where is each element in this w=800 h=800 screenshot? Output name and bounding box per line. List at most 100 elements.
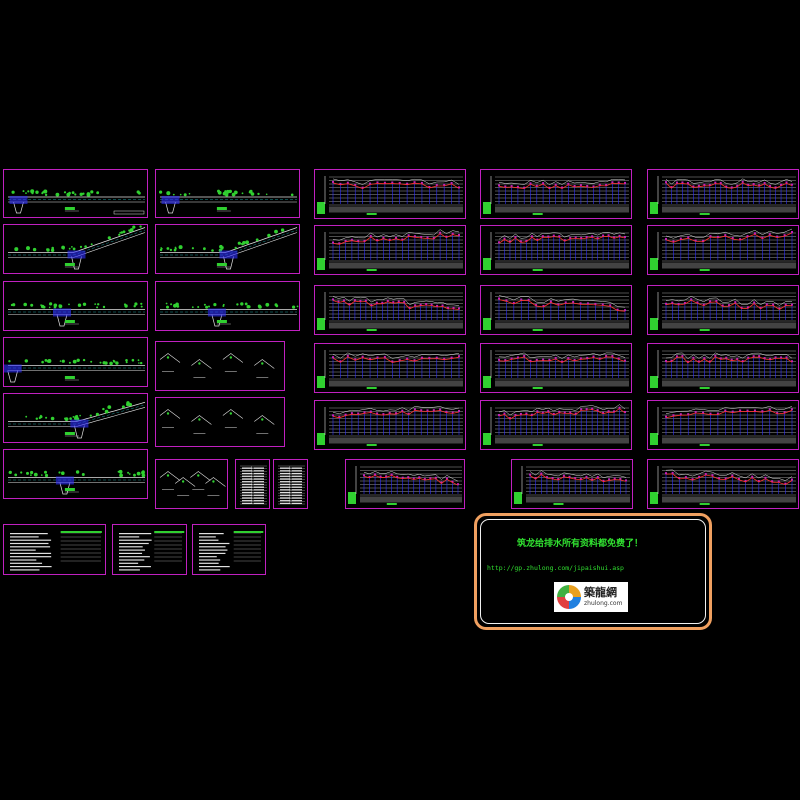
note-text-mark — [199, 549, 228, 551]
section-sheet-7[interactable] — [3, 337, 148, 387]
detail-sheet-2[interactable] — [155, 397, 285, 447]
profile-sheet-3-1[interactable] — [314, 285, 466, 335]
table-text-mark — [242, 470, 253, 472]
bar-top-mark — [671, 471, 674, 474]
profile-sheet-5-3[interactable] — [647, 400, 799, 450]
bar-top-mark — [426, 409, 429, 412]
profile-sheet-1-2[interactable] — [480, 169, 632, 219]
bar-top-mark — [498, 413, 500, 416]
bar-top-mark — [791, 478, 793, 481]
vegetation-mark — [86, 192, 91, 197]
pier-cap — [55, 476, 74, 485]
quantity-table-2[interactable] — [273, 459, 308, 509]
profile-sheet-3-2[interactable] — [480, 285, 632, 335]
bar-top-mark — [696, 301, 699, 304]
bar-top-mark — [791, 408, 793, 411]
section-sheet-2[interactable] — [155, 169, 300, 218]
vegetation-mark — [140, 305, 143, 308]
table-text-mark — [291, 500, 302, 502]
table-text-mark — [242, 481, 253, 483]
note-text-mark — [119, 569, 140, 571]
note-text-mark — [199, 566, 230, 568]
quantity-table-1[interactable] — [235, 459, 270, 509]
bar-top-mark — [711, 474, 714, 477]
bar-top-mark — [725, 185, 728, 188]
detail-sheet-3[interactable] — [155, 459, 228, 509]
bar-top-mark — [746, 409, 749, 412]
ground-line — [529, 470, 627, 478]
bar-top-mark — [730, 186, 733, 189]
vegetation-mark — [76, 358, 80, 362]
section-sheet-9[interactable] — [3, 449, 148, 499]
profile-sheet-1-3[interactable] — [647, 169, 799, 219]
free-resources-notice[interactable]: 筑龙给排水所有资料都免费了！ http://gp.zhulong.com/jip… — [474, 513, 712, 630]
design-notes-sheet-1-drawing — [10, 531, 102, 571]
vegetation-mark — [43, 189, 48, 194]
table-text-mark — [242, 494, 253, 496]
vegetation-mark — [208, 305, 210, 308]
section-sheet-6[interactable] — [155, 281, 300, 331]
bar-top-mark — [458, 307, 460, 310]
vegetation-mark — [170, 303, 173, 306]
bar-top-mark — [714, 181, 717, 184]
profile-sheet-4-1[interactable] — [314, 343, 466, 393]
bar-top-mark — [382, 236, 385, 239]
bar-top-mark — [791, 183, 793, 186]
section-sheet-4[interactable] — [155, 224, 300, 274]
detail-sheet-1[interactable] — [155, 341, 285, 391]
zhulong-logo: 築龍網 zhulong.com — [554, 582, 628, 612]
bar-top-mark — [359, 299, 362, 302]
profile-sheet-2-1[interactable] — [314, 225, 466, 275]
ground-line — [498, 295, 626, 308]
profile-sheet-6-2[interactable] — [511, 459, 633, 509]
bar-top-mark — [752, 183, 755, 186]
bar-top-mark — [624, 235, 626, 238]
profile-sheet-3-2-drawing — [483, 292, 629, 331]
profile-sheet-4-2[interactable] — [480, 343, 632, 393]
table-text-mark — [291, 483, 302, 485]
vegetation-mark — [119, 232, 121, 234]
profile-sheet-6-3[interactable] — [647, 459, 799, 509]
sheet-label-mark — [699, 269, 710, 271]
bar-top-mark — [443, 357, 446, 360]
bar-top-mark — [736, 357, 739, 360]
section-sheet-8[interactable] — [3, 393, 148, 443]
vegetation-mark — [50, 248, 55, 252]
vegetation-mark — [165, 302, 168, 305]
bar-top-mark — [388, 411, 391, 414]
vegetation-mark — [123, 303, 127, 306]
bar-top-mark — [391, 360, 394, 363]
vegetation-mark — [25, 192, 27, 194]
design-notes-sheet-2[interactable] — [112, 524, 187, 575]
profile-sheet-1-1[interactable] — [314, 169, 466, 219]
design-notes-sheet-1[interactable] — [3, 524, 106, 575]
vegetation-mark — [133, 473, 136, 476]
section-sheet-5[interactable] — [3, 281, 148, 331]
vegetation-mark — [292, 305, 296, 309]
profile-line — [529, 474, 627, 483]
bar-top-mark — [783, 234, 786, 237]
profile-sheet-5-2[interactable] — [480, 400, 632, 450]
bar-top-mark — [549, 300, 552, 303]
profile-sheet-4-3[interactable] — [647, 343, 799, 393]
notice-url-link[interactable]: http://gp.zhulong.com/jipaishui.asp — [487, 564, 624, 572]
vegetation-mark — [22, 190, 25, 193]
profile-sheet-3-3[interactable] — [647, 285, 799, 335]
pier-cap — [219, 250, 238, 259]
profile-legend-block — [650, 376, 658, 388]
detail-vegetation — [261, 362, 264, 365]
profile-sheet-2-2[interactable] — [480, 225, 632, 275]
vegetation-mark — [228, 189, 232, 194]
bar-top-mark — [724, 477, 727, 480]
bar-top-mark — [728, 304, 730, 307]
bar-top-mark — [585, 236, 588, 239]
design-notes-sheet-3[interactable] — [192, 524, 266, 575]
profile-sheet-2-3[interactable] — [647, 225, 799, 275]
vegetation-mark — [59, 360, 62, 362]
vegetation-mark — [265, 302, 270, 307]
profile-sheet-5-1[interactable] — [314, 400, 466, 450]
section-sheet-1[interactable] — [3, 169, 148, 218]
section-sheet-3[interactable] — [3, 224, 148, 274]
bar-top-mark — [596, 476, 599, 479]
profile-sheet-6-1[interactable] — [345, 459, 465, 509]
